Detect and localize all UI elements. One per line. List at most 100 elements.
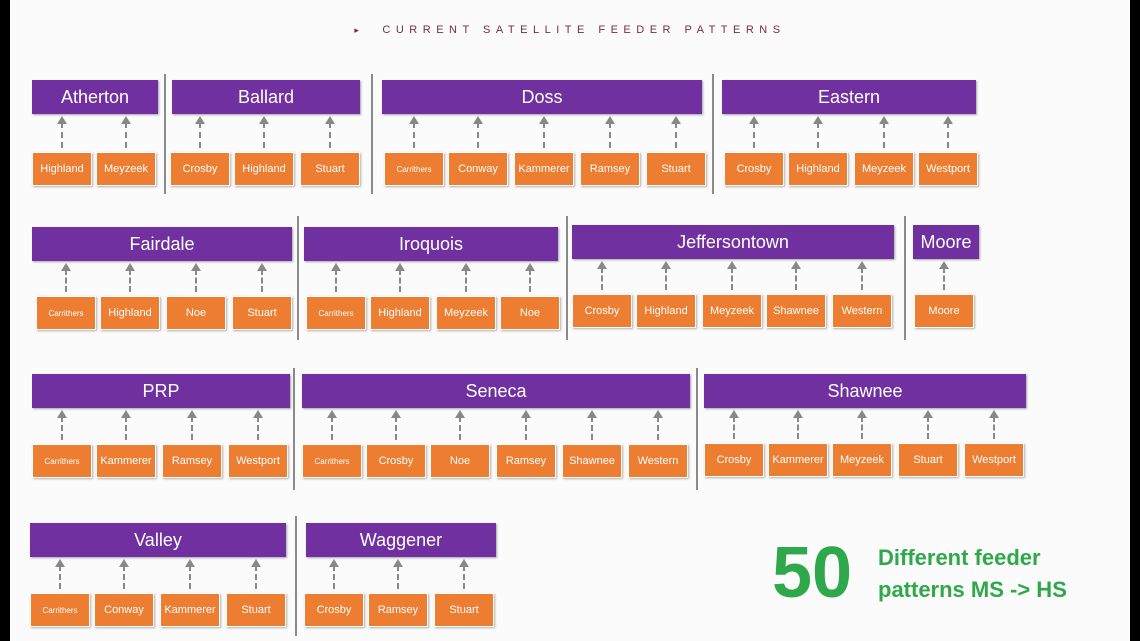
middle-school-box: Western: [628, 444, 688, 478]
middle-school-box: Moore: [914, 294, 974, 328]
feeder-arrow-icon: [539, 116, 549, 150]
middle-school-box: Westport: [228, 444, 288, 478]
separator: [904, 216, 906, 340]
feeder-arrow-icon: [605, 116, 615, 150]
pattern-count: 50: [772, 533, 853, 613]
middle-school-box: Kammerer: [514, 152, 574, 186]
middle-school-box: Stuart: [300, 152, 360, 186]
high-school-box: Fairdale: [32, 227, 292, 261]
middle-school-box: Stuart: [232, 296, 292, 330]
middle-school-box: Shawnee: [562, 444, 622, 478]
middle-school-box: Crosby: [304, 593, 364, 627]
middle-school-box: Ramsey: [496, 444, 556, 478]
feeder-arrow-icon: [393, 559, 403, 591]
separator: [297, 216, 299, 340]
feeder-arrow-icon: [57, 116, 67, 150]
middle-school-box: Crosby: [366, 444, 426, 478]
middle-school-box: Meyzeek: [702, 294, 762, 328]
feeder-arrow-icon: [597, 261, 607, 292]
feeder-arrow-icon: [409, 116, 419, 150]
feeder-arrow-icon: [653, 410, 663, 442]
separator: [371, 74, 373, 194]
feeder-arrow-icon: [195, 116, 205, 150]
feeder-arrow-icon: [525, 263, 535, 294]
separator: [696, 368, 698, 490]
middle-school-box: Conway: [94, 593, 154, 627]
feeder-arrow-icon: [939, 261, 949, 292]
feeder-arrow-icon: [473, 116, 483, 150]
middle-school-box: Westport: [964, 443, 1024, 477]
feeder-arrow-icon: [521, 410, 531, 442]
middle-school-box: Conway: [448, 152, 508, 186]
middle-school-box: Meyzeek: [436, 296, 496, 330]
feeder-arrow-icon: [121, 410, 131, 442]
feeder-arrow-icon: [325, 116, 335, 150]
middle-school-box: Ramsey: [162, 444, 222, 478]
middle-school-box: Meyzeek: [854, 152, 914, 186]
feeder-arrow-icon: [729, 410, 739, 441]
middle-school-box: Stuart: [226, 593, 286, 627]
middle-school-box: Carrithers: [306, 296, 366, 330]
middle-school-box: Ramsey: [580, 152, 640, 186]
feeder-arrow-icon: [185, 559, 195, 591]
middle-school-box: Shawnee: [766, 294, 826, 328]
high-school-box: Doss: [382, 80, 702, 114]
title-bullet-icon: ▸: [354, 25, 365, 35]
high-school-box: Waggener: [306, 523, 496, 557]
feeder-arrow-icon: [857, 261, 867, 292]
middle-school-box: Crosby: [724, 152, 784, 186]
feeder-arrow-icon: [989, 410, 999, 441]
middle-school-box: Carrithers: [32, 444, 92, 478]
feeder-arrow-icon: [61, 263, 71, 294]
feeder-arrow-icon: [749, 116, 759, 150]
feeder-arrow-icon: [391, 410, 401, 442]
feeder-arrow-icon: [119, 559, 129, 591]
feeder-arrow-icon: [461, 263, 471, 294]
pattern-count-caption: Different feeder patterns MS -> HS: [878, 545, 1067, 602]
middle-school-box: Carrithers: [36, 296, 96, 330]
slide-title-text: CURRENT SATELLITE FEEDER PATTERNS: [382, 24, 786, 36]
middle-school-box: Highland: [370, 296, 430, 330]
feeder-arrow-icon: [57, 410, 67, 442]
feeder-arrow-icon: [257, 263, 267, 294]
middle-school-box: Kammerer: [768, 443, 828, 477]
middle-school-box: Kammerer: [160, 593, 220, 627]
feeder-arrow-icon: [727, 261, 737, 292]
feeder-arrow-icon: [459, 559, 469, 591]
middle-school-box: Meyzeek: [96, 152, 156, 186]
feeder-arrow-icon: [923, 410, 933, 441]
high-school-box: Valley: [30, 523, 286, 557]
slide: ▸ CURRENT SATELLITE FEEDER PATTERNS 50 Di…: [10, 0, 1130, 641]
feeder-arrow-icon: [253, 410, 263, 442]
middle-school-box: Highland: [636, 294, 696, 328]
feeder-arrow-icon: [329, 559, 339, 591]
high-school-box: Jeffersontown: [572, 225, 894, 259]
feeder-arrow-icon: [395, 263, 405, 294]
middle-school-box: Carrithers: [30, 593, 90, 627]
feeder-arrow-icon: [793, 410, 803, 441]
feeder-arrow-icon: [879, 116, 889, 150]
middle-school-box: Western: [832, 294, 892, 328]
high-school-box: Iroquois: [304, 227, 558, 261]
middle-school-box: Highland: [788, 152, 848, 186]
middle-school-box: Kammerer: [96, 444, 156, 478]
high-school-box: Eastern: [722, 80, 976, 114]
feeder-arrow-icon: [791, 261, 801, 292]
middle-school-box: Westport: [918, 152, 978, 186]
feeder-arrow-icon: [455, 410, 465, 442]
feeder-arrow-icon: [191, 263, 201, 294]
middle-school-box: Stuart: [434, 593, 494, 627]
middle-school-box: Highland: [234, 152, 294, 186]
middle-school-box: Ramsey: [368, 593, 428, 627]
feeder-arrow-icon: [671, 116, 681, 150]
feeder-arrow-icon: [587, 410, 597, 442]
middle-school-box: Carrithers: [302, 444, 362, 478]
high-school-box: Atherton: [32, 80, 158, 114]
feeder-arrow-icon: [187, 410, 197, 442]
feeder-arrow-icon: [813, 116, 823, 150]
middle-school-box: Noe: [430, 444, 490, 478]
middle-school-box: Noe: [166, 296, 226, 330]
middle-school-box: Crosby: [704, 443, 764, 477]
separator: [164, 74, 166, 194]
feeder-arrow-icon: [943, 116, 953, 150]
